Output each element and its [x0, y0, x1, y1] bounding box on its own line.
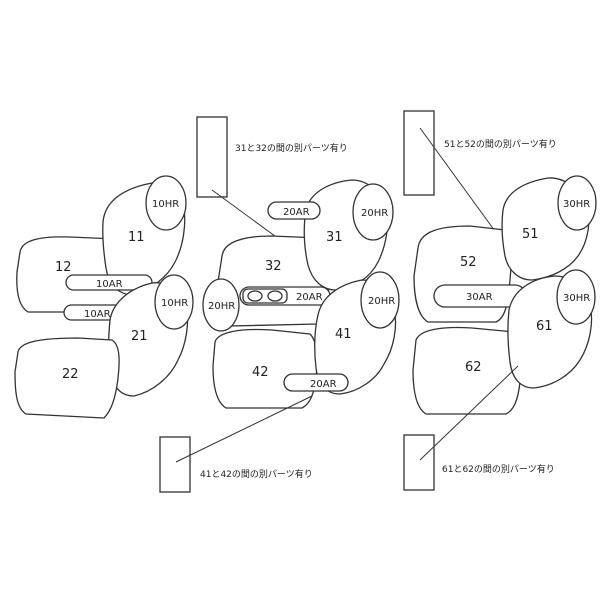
- headrest-10hr-top: [145, 175, 187, 231]
- seat-22-cushion: [14, 337, 120, 419]
- note-leader-51-52: [419, 127, 501, 239]
- left-seat-group: [14, 175, 194, 419]
- cup-holder-right: [267, 290, 283, 302]
- label-seat-11: 11: [128, 230, 145, 245]
- headrest-30hr-top: [557, 175, 597, 231]
- label-20hr-left: 20HR: [208, 301, 235, 312]
- note-text-31-32: 31と32の間の別パーツ有り: [235, 142, 348, 154]
- label-seat-61: 61: [536, 319, 553, 334]
- note-box-31-32: [196, 116, 228, 198]
- label-10hr-bottom: 10HR: [161, 298, 188, 309]
- label-seat-22: 22: [62, 367, 79, 382]
- label-20hr-bottom: 20HR: [368, 296, 395, 307]
- middle-seat-group: [159, 116, 400, 493]
- label-seat-41: 41: [335, 327, 352, 342]
- armrest-20ar-top: [267, 201, 321, 220]
- label-10ar-lower: 10AR: [84, 309, 111, 320]
- label-seat-42: 42: [252, 365, 269, 380]
- cup-holder-left: [247, 290, 263, 302]
- headrest-20hr-top: [352, 183, 394, 241]
- label-30ar: 30AR: [466, 292, 493, 303]
- note-leader-61-62: [419, 365, 519, 461]
- label-10hr-top: 10HR: [152, 199, 179, 210]
- label-seat-52: 52: [460, 255, 477, 270]
- label-20ar-bottom: 20AR: [310, 379, 337, 390]
- label-seat-31: 31: [326, 230, 343, 245]
- label-30hr-bottom: 30HR: [563, 293, 590, 304]
- label-10ar-upper: 10AR: [96, 279, 123, 290]
- label-seat-32: 32: [265, 259, 282, 274]
- headrest-20hr-left: [202, 278, 240, 332]
- headrest-30hr-bottom: [556, 269, 596, 325]
- note-text-61-62: 61と62の間の別パーツ有り: [442, 463, 555, 475]
- headrest-20hr-bottom: [360, 271, 400, 329]
- label-20hr-top: 20HR: [361, 208, 388, 219]
- label-seat-62: 62: [465, 360, 482, 375]
- label-20ar-console: 20AR: [296, 292, 323, 303]
- label-20ar-top: 20AR: [283, 207, 310, 218]
- note-box-51-52: [403, 110, 435, 196]
- note-text-51-52: 51と52の間の別パーツ有り: [444, 138, 557, 150]
- label-seat-21: 21: [131, 329, 148, 344]
- note-box-41-42: [159, 436, 191, 493]
- label-seat-51: 51: [522, 227, 539, 242]
- headrest-10hr-bottom: [154, 274, 194, 330]
- armrest-20ar-bottom: [283, 373, 349, 392]
- label-seat-12: 12: [55, 260, 72, 275]
- label-30hr-top: 30HR: [563, 199, 590, 210]
- note-leader-41-42: [175, 395, 313, 463]
- note-text-41-42: 41と42の間の別パーツ有り: [200, 468, 313, 480]
- note-box-61-62: [403, 434, 435, 491]
- right-seat-group: [403, 110, 597, 491]
